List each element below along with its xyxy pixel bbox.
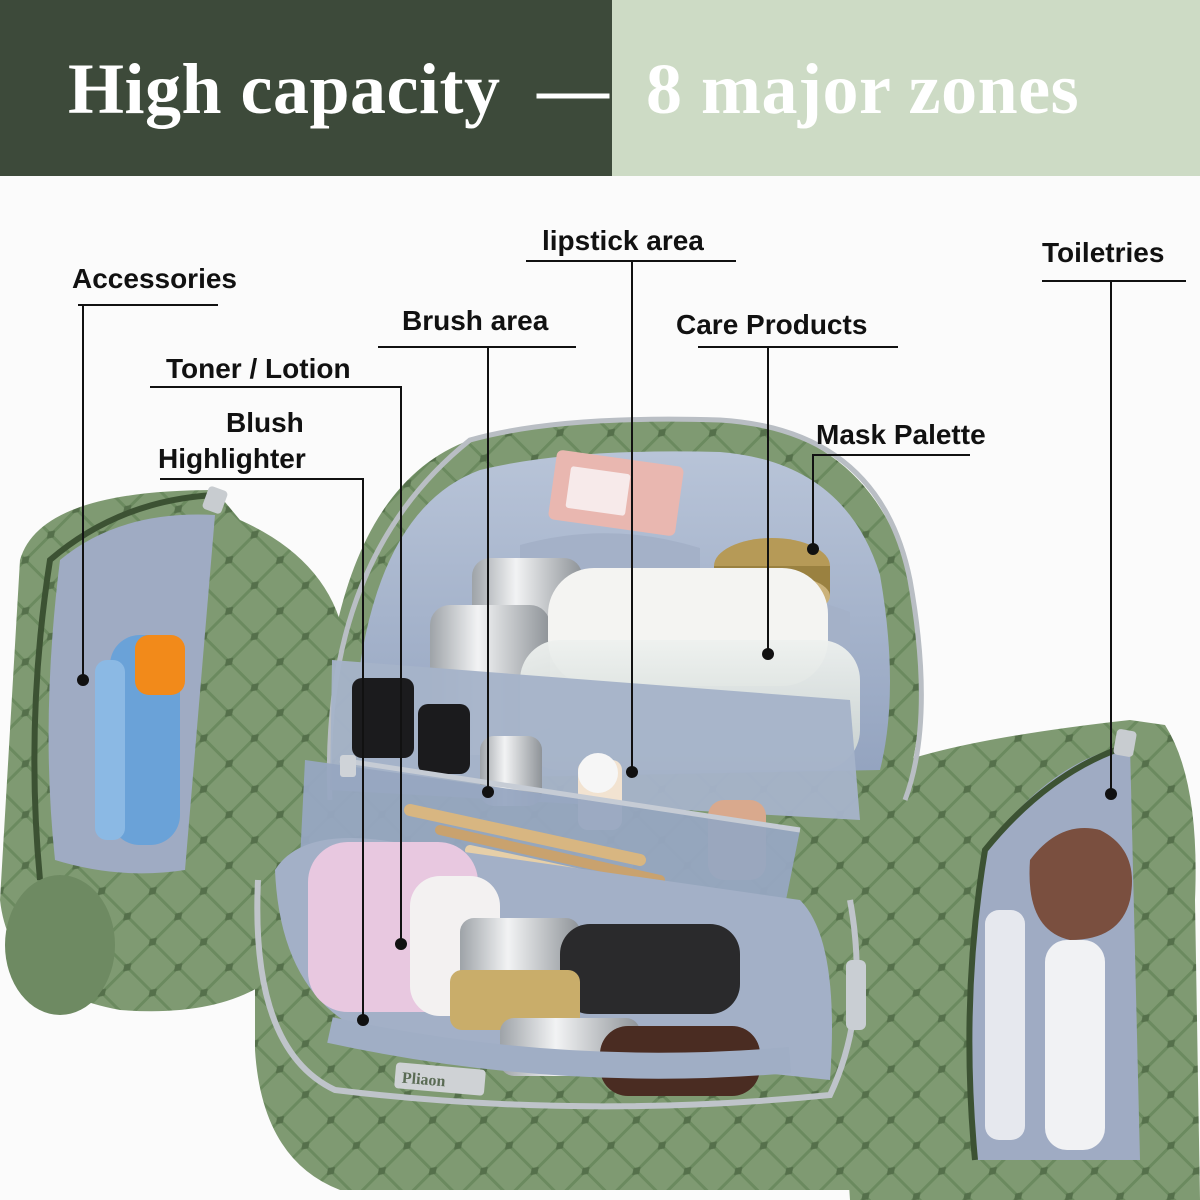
headline-right: 8 major zones	[646, 49, 1080, 129]
leader-toner-v	[400, 386, 402, 942]
leader-mask-v	[812, 454, 814, 548]
headline-left: High capacity	[68, 49, 501, 129]
leader-toiletries-h	[1042, 280, 1186, 282]
header-dark-panel	[0, 0, 612, 176]
label-mask-palette: Mask Palette	[816, 419, 986, 450]
headline-separator: —	[537, 49, 610, 129]
leader-lipstick-v	[631, 260, 633, 770]
main-bag: Pliaon	[254, 416, 926, 1190]
leader-brush-v	[487, 346, 489, 790]
left-pouch	[0, 486, 345, 1015]
label-brush-area: Brush area	[402, 305, 549, 336]
leader-accessories-v	[82, 304, 84, 678]
leader-care-h	[698, 346, 898, 348]
bag-illustration: Pliaon	[0, 176, 1200, 1200]
leader-care-v	[767, 346, 769, 652]
leader-toiletries-v	[1110, 280, 1112, 792]
leader-brush-h	[378, 346, 576, 348]
label-lipstick-area: lipstick area	[542, 225, 704, 256]
leader-accessories-h	[78, 304, 218, 306]
label-blush: Blush	[226, 407, 304, 438]
label-toner-lotion: Toner / Lotion	[166, 353, 351, 384]
leader-blush-h	[160, 478, 364, 480]
label-accessories: Accessories	[72, 263, 238, 294]
headline: High capacity — 8 major zones	[68, 48, 1079, 131]
label-care-products: Care Products	[676, 309, 868, 340]
leader-toner-h	[150, 386, 402, 388]
brand-plate-text: Pliaon	[401, 1070, 446, 1091]
leader-mask-h	[812, 454, 970, 456]
label-highlighter: Highlighter	[158, 443, 306, 474]
right-pouch	[846, 720, 1200, 1200]
label-toiletries: Toiletries	[1042, 237, 1165, 268]
header-light-panel	[612, 0, 1200, 176]
header-banner: High capacity — 8 major zones	[0, 0, 1200, 176]
leader-blush-v	[362, 478, 364, 1018]
